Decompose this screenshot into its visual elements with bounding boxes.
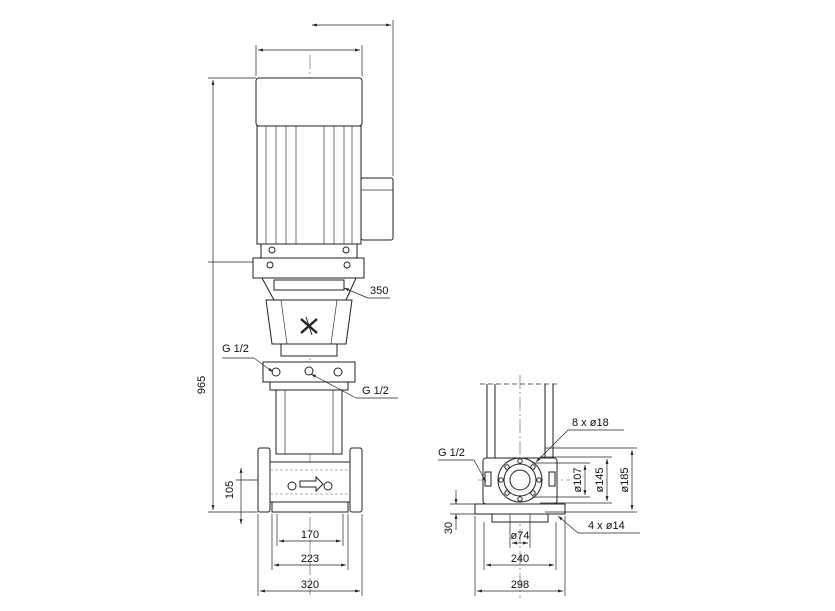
dim-inlet-centre-height: 105 — [224, 481, 236, 499]
dim-foot-height: 30 — [443, 522, 455, 534]
terminal-box — [360, 177, 394, 241]
dim-base-inner-width: 223 — [301, 553, 319, 565]
callout-drain-plug: G 1/2 — [438, 447, 465, 459]
side-sleeve — [480, 383, 560, 468]
side-view: G 1/2 8 x ø18 ø107 ø145 ø185 30 ø74 4 x — [438, 375, 640, 598]
motor-stool — [252, 257, 365, 357]
pump-base — [257, 447, 363, 513]
grundfos-x-logo-icon — [300, 316, 318, 336]
pump-head — [262, 361, 356, 391]
callout-upper-plug: G 1/2 — [222, 343, 249, 355]
callout-flange-holes: 8 x ø18 — [572, 417, 609, 429]
callout-foot-holes: 4 x ø14 — [588, 520, 625, 532]
dim-pipe-bore: ø74 — [511, 530, 530, 542]
pump-sleeve — [275, 389, 343, 455]
side-flange — [484, 457, 556, 503]
dim-bolt-circle: ø145 — [594, 467, 606, 492]
front-view: 965 105 350 G 1/2 G 1/2 170 223 — [196, 20, 398, 596]
dim-motor-width: 350 — [370, 285, 388, 297]
dim-base-flange-width: 320 — [301, 579, 319, 591]
dim-bore-diameter: ø107 — [572, 467, 584, 492]
dim-side-base-inner-width: 240 — [511, 553, 529, 565]
dim-base-bolt-spacing: 170 — [301, 529, 319, 541]
dim-flange-outer: ø185 — [619, 467, 631, 492]
dim-side-base-outer-width: 298 — [511, 579, 529, 591]
dim-total-height: 965 — [196, 376, 208, 394]
motor — [255, 77, 363, 259]
callout-lower-plug: G 1/2 — [362, 385, 389, 397]
